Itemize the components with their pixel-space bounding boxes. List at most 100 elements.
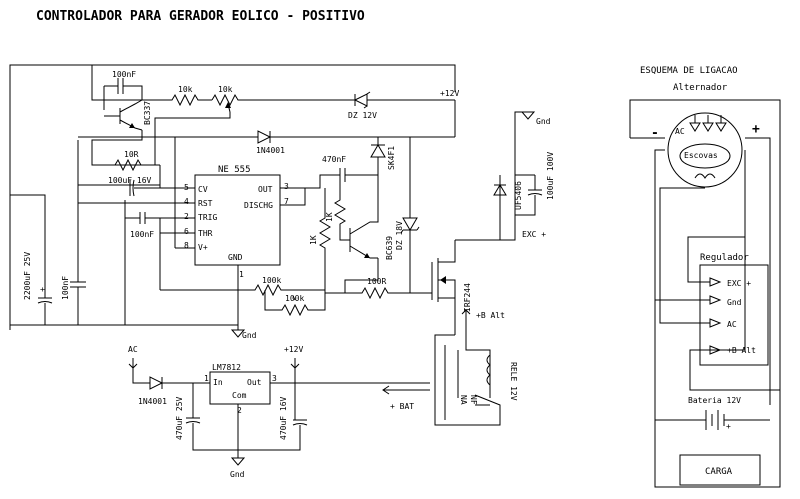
mosfet-irf244 [437,240,456,335]
resistor-100k-a [160,283,325,297]
brushes-ellipse [679,143,731,169]
r7-label: 100k [285,294,304,303]
load-box [679,454,761,486]
ground-symbol-top-right [520,111,536,120]
capacitor-100nf-left [70,185,86,325]
r4-label: 1K [309,235,318,245]
svg-text:8: 8 [184,241,189,250]
potentiometer-10k [154,93,355,165]
svg-text:Com: Com [232,391,247,400]
c7-label: 100uF 100V [546,152,555,200]
svg-text:LM7812: LM7812 [212,363,241,372]
svg-text:2: 2 [184,212,189,221]
resistor-100r [345,286,410,300]
c3-label: 100nF [130,230,154,239]
svg-text:NA: NA [459,395,468,405]
resistor-100k-b [264,290,326,317]
lm7812-ic: LM7812 In Out Com 1 3 2 [204,363,277,415]
wire [325,258,379,294]
wire [91,130,160,166]
svg-text:1: 1 [239,270,244,279]
svg-text:In: In [213,378,223,387]
bat-label: + BAT [390,402,414,411]
svg-text:2: 2 [237,406,242,415]
svg-text:Gnd: Gnd [536,117,551,126]
c2-label: 100uF 16V [108,176,152,185]
svg-text:AC: AC [727,320,737,329]
dz1-label: DZ 12V [348,111,377,120]
svg-text:V+: V+ [198,243,208,252]
d3-label: UF5406 [514,181,523,210]
capacitor-470uf-16v [292,419,308,426]
battery-label: Bateria 12V [688,396,741,405]
r8-label: 100R [367,277,386,286]
wiring-diagram: ESQUEMA DE LIGACAO Alternador - + AC Esc… [629,66,781,488]
capacitor-2200uf: + [10,194,53,325]
r1-label: 10k [178,85,193,94]
svg-text:4: 4 [184,197,189,206]
wire [280,174,340,206]
regulator-label: Regulador [700,253,749,263]
svg-text:NF: NF [469,395,478,405]
svg-text:CV: CV [198,185,208,194]
r2-label: 10k [218,85,233,94]
c9-label: 470uF 16V [279,396,288,440]
q3-label: IRF244 [463,283,472,312]
svg-text:+: + [752,122,760,137]
battery-symbol [655,410,770,430]
ground-symbol-555 [230,329,246,338]
svg-text:3: 3 [284,182,289,191]
capacitor-470uf-25v [185,383,301,451]
c1-label: 100nF [112,70,136,79]
svg-text:3: 3 [272,374,277,383]
d4-label: 1N4001 [138,397,167,406]
ac-label: AC [128,345,138,354]
zener-dz12v [353,91,455,109]
svg-text:6: 6 [184,227,189,236]
svg-text:Gnd: Gnd [242,331,257,340]
diode-1n4001-top [77,130,455,186]
c5-label: 100nF [61,276,70,300]
wire [159,165,195,189]
svg-text:-: - [651,126,659,141]
diode-uf5406 [493,175,507,240]
controller-circuit: + 2200uF 25V 100nF 100nF BC337 [9,64,555,479]
resistor-10k [160,93,212,107]
diode-sk4f1 [370,137,386,175]
q1-label: BC337 [143,101,152,125]
svg-text:1: 1 [204,374,209,383]
bat-arrow [382,385,430,395]
c4-label: 2200uF 25V [23,252,32,300]
brushes-label: Escovas [684,151,718,160]
svg-text:Out: Out [247,378,262,387]
dz2-label: DZ 18V [395,221,404,250]
regulator-box [699,264,769,366]
svg-text:+: + [40,285,45,294]
wire [103,85,118,110]
zener-dz18v [400,137,420,293]
svg-text:DISCHG: DISCHG [244,201,273,210]
alternator-circle [667,112,743,188]
exc-plus-label: EXC + [522,230,546,239]
load-label: CARGA [705,467,733,477]
transistor-bc337 [104,99,143,131]
resistor-1k-a [319,188,331,290]
vcc2-label: +12V [284,345,303,354]
resistor-1k-b [334,175,350,241]
capacitor-100uf-100v [515,174,543,216]
r3-label: 10R [124,150,139,159]
r6-label: 100k [262,276,281,285]
c6-label: 470nF [322,155,346,164]
capacitor-100uf-16v [125,179,160,197]
svg-text:OUT: OUT [258,185,273,194]
svg-text:+B Alt: +B Alt [727,346,756,355]
rele-label: RELE 12V [509,362,518,401]
wire [159,218,195,290]
svg-text:AC: AC [675,127,685,136]
wire [410,262,433,300]
vcc1-label: +12V [440,89,459,98]
wire [9,64,456,330]
ic1-name: NE 555 [218,165,251,175]
wire [461,309,471,322]
